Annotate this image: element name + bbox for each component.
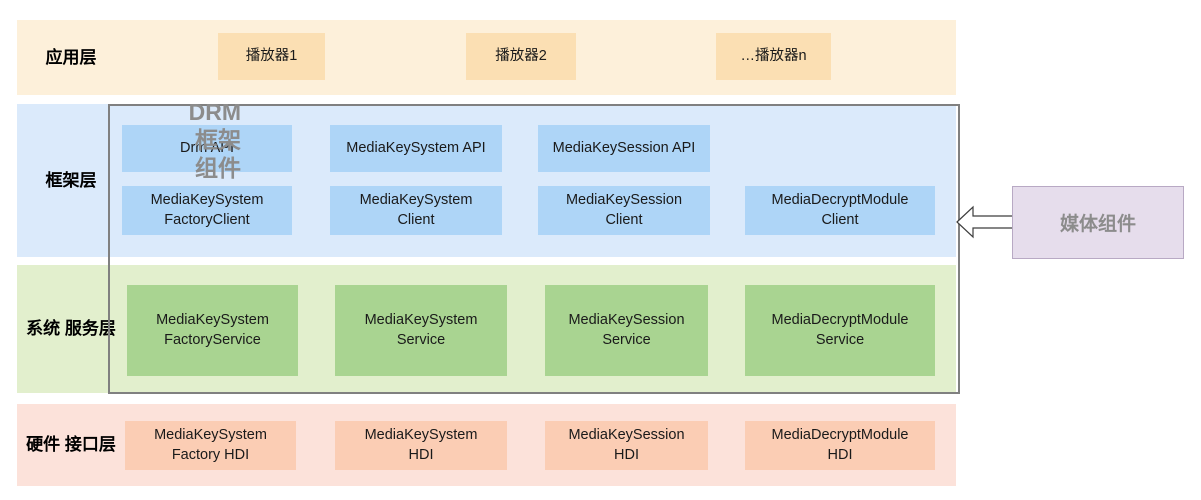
- drm-group-label: DRM 框架组件: [188, 99, 241, 182]
- framework-node-mediadecryptmoduleclient[interactable]: MediaDecryptModule Client: [745, 186, 935, 235]
- service-node-mediakeysystemservice[interactable]: MediaKeySystem Service: [335, 285, 507, 376]
- hdi-node-mediakeysystemfactory[interactable]: MediaKeySystem Factory HDI: [125, 421, 296, 470]
- hdi-node-mediadecryptmodule[interactable]: MediaDecryptModule HDI: [745, 421, 935, 470]
- hdi-node-mediakeysystem[interactable]: MediaKeySystem HDI: [335, 421, 507, 470]
- left-arrow-icon: [956, 205, 1014, 239]
- app-node-player1[interactable]: 播放器1: [218, 33, 325, 80]
- app-node-player-n[interactable]: …播放器n: [716, 33, 831, 80]
- framework-node-mediakeysystemclient[interactable]: MediaKeySystem Client: [330, 186, 502, 235]
- framework-node-mediakeysystemfactoryclient[interactable]: MediaKeySystem FactoryClient: [122, 186, 292, 235]
- app-node-player2[interactable]: 播放器2: [466, 33, 576, 80]
- service-node-mediakeysessionservice[interactable]: MediaKeySession Service: [545, 285, 708, 376]
- layer-title-application: 应用层: [45, 47, 97, 67]
- layer-title-hdi: 硬件 接口层: [26, 435, 116, 455]
- hdi-node-mediakeysession[interactable]: MediaKeySession HDI: [545, 421, 708, 470]
- framework-node-mediakeysystem-api[interactable]: MediaKeySystem API: [330, 125, 502, 172]
- framework-node-drm-api[interactable]: Drm API: [122, 125, 292, 172]
- layer-title-framework: 框架层: [45, 170, 97, 190]
- media-component-box[interactable]: 媒体组件: [1012, 186, 1184, 259]
- framework-node-mediakeysessionclient[interactable]: MediaKeySession Client: [538, 186, 710, 235]
- service-node-mediadecryptmoduleservice[interactable]: MediaDecryptModule Service: [745, 285, 935, 376]
- service-node-mediakeysystemfactoryservice[interactable]: MediaKeySystem FactoryService: [127, 285, 298, 376]
- media-component-label: 媒体组件: [1059, 214, 1136, 235]
- layer-title-service: 系统 服务层: [26, 319, 116, 339]
- framework-node-mediakeysession-api[interactable]: MediaKeySession API: [538, 125, 710, 172]
